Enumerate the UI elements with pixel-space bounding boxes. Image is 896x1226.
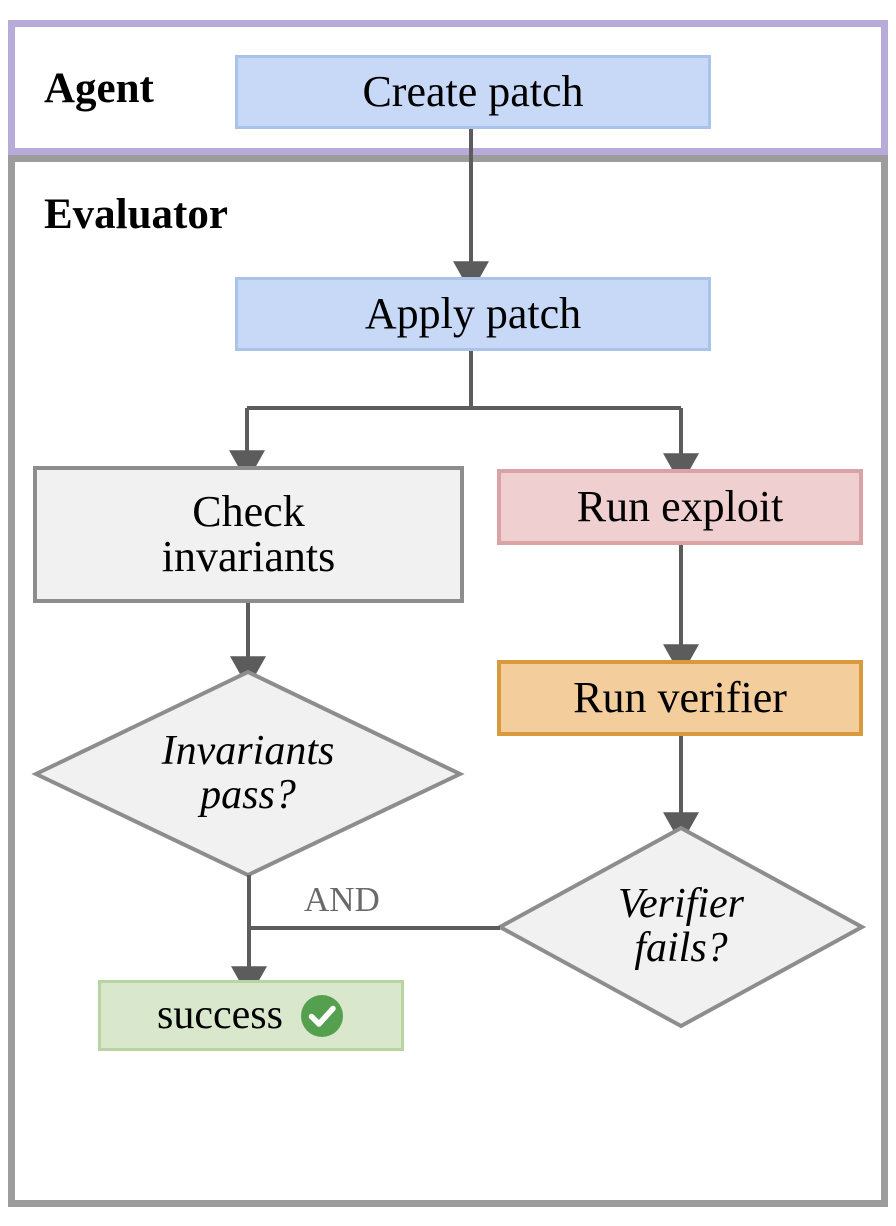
decision-verifier-fails[interactable]: Verifier fails? <box>500 828 862 1026</box>
node-apply-patch[interactable]: Apply patch <box>235 277 711 351</box>
node-create-patch[interactable]: Create patch <box>235 55 711 129</box>
node-check-invariants[interactable]: Check invariants <box>33 466 464 603</box>
swimlane-label-evaluator: Evaluator <box>44 191 228 238</box>
node-run-exploit-label: Run exploit <box>576 481 784 531</box>
check-circle-icon <box>299 993 345 1039</box>
decision-invariants-pass[interactable]: Invariants pass? <box>36 672 460 875</box>
node-create-patch-label: Create patch <box>362 66 584 116</box>
swimlane-agent <box>8 20 888 155</box>
node-success-label: success <box>157 992 283 1039</box>
node-run-verifier-label: Run verifier <box>573 672 787 722</box>
node-run-exploit[interactable]: Run exploit <box>497 469 863 545</box>
swimlane-label-agent: Agent <box>44 65 154 112</box>
decision-invariants-pass-line1: Invariants <box>161 727 335 774</box>
decision-invariants-pass-line2: pass? <box>200 771 296 818</box>
edge-label-and: AND <box>304 880 380 919</box>
node-apply-patch-label: Apply patch <box>364 288 582 338</box>
node-success[interactable]: success <box>98 980 404 1051</box>
node-check-invariants-line1: Check <box>192 486 305 536</box>
node-run-verifier[interactable]: Run verifier <box>497 660 863 736</box>
decision-verifier-fails-line1: Verifier <box>618 881 744 928</box>
node-check-invariants-line2: invariants <box>161 531 336 581</box>
decision-verifier-fails-line2: fails? <box>634 925 728 971</box>
